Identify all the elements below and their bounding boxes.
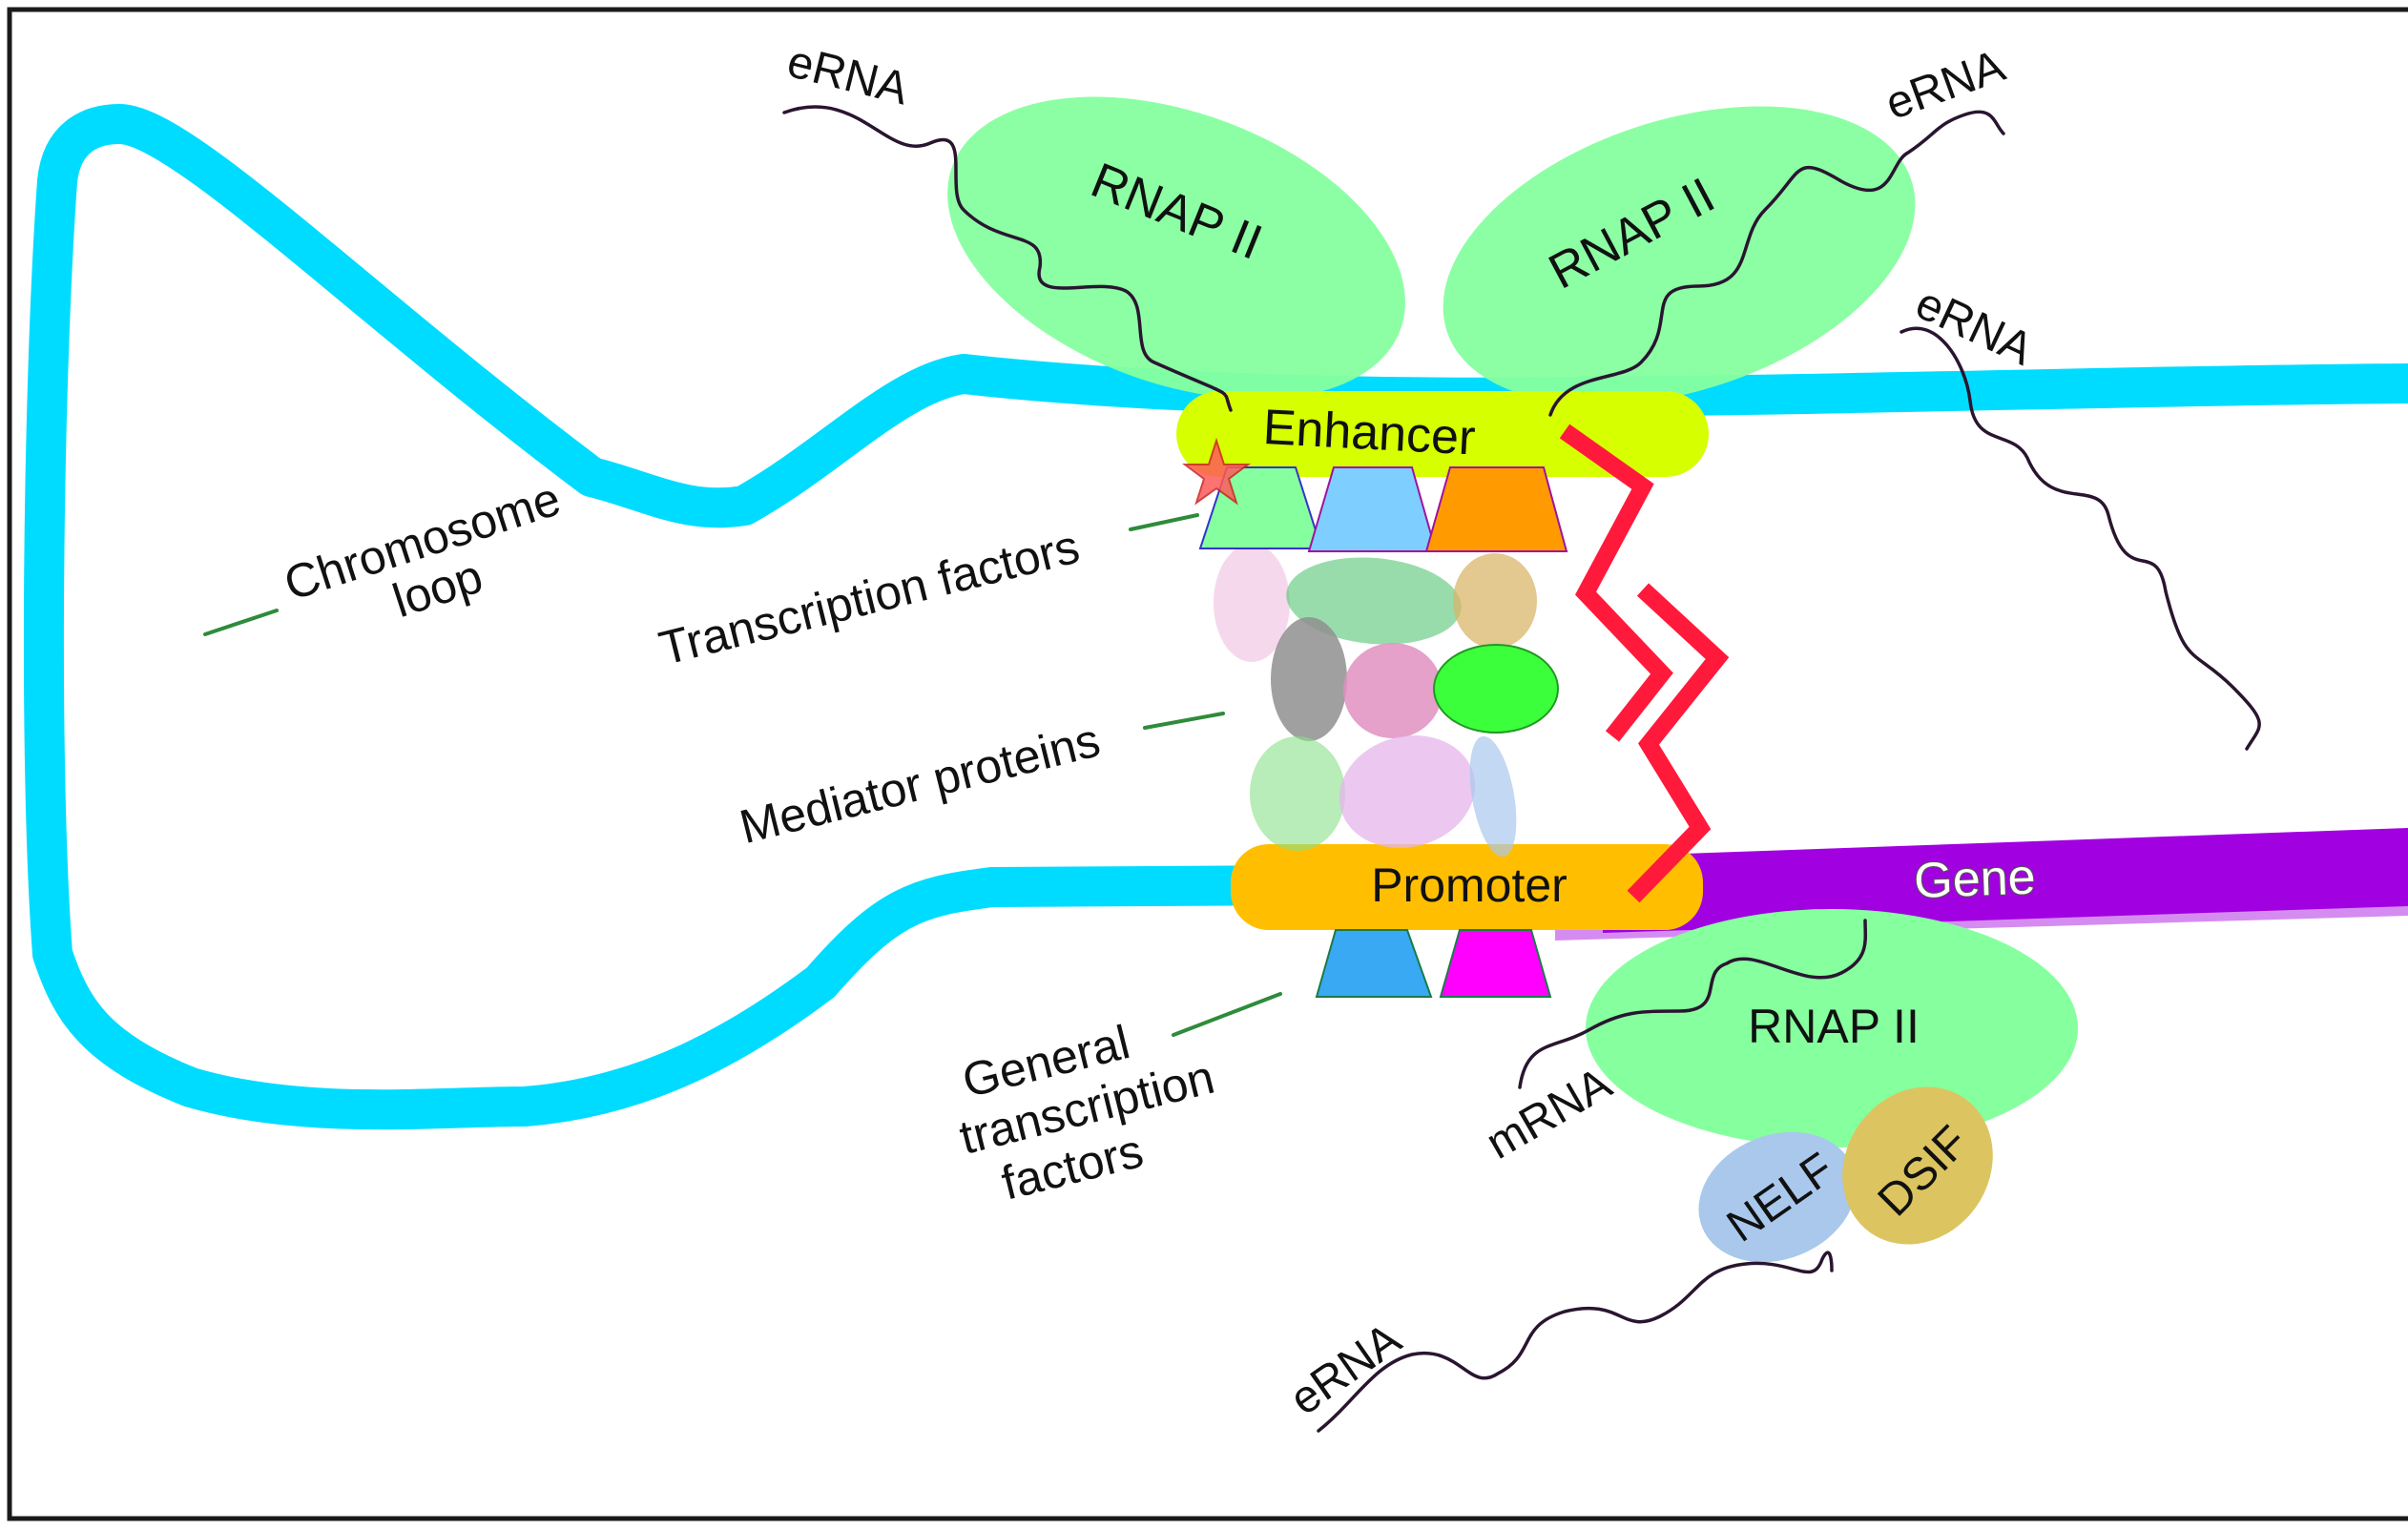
- mrna-strand: [1518, 919, 1868, 1089]
- rnap-ii-right: [1443, 106, 1916, 405]
- mediator-protein: [1250, 736, 1345, 851]
- mediator-protein: [1271, 617, 1347, 741]
- rnap-ii-bottom-label: RNAP II: [1748, 1000, 1920, 1053]
- leader-line-transcription-factors: [1129, 513, 1199, 531]
- looping-strand-2: [1627, 583, 1730, 903]
- mediator-protein: [1453, 553, 1537, 649]
- star-icon: [1182, 437, 1251, 506]
- erna-strand-right: [1899, 326, 2261, 751]
- general-transcription-factor: [1315, 929, 1433, 998]
- erna-right-label: eRNA: [1908, 278, 2040, 375]
- nelf-blob: [1698, 1131, 1857, 1263]
- leader-line-general-transcription-factors: [1172, 992, 1282, 1037]
- rnap-ii-left: [947, 96, 1405, 400]
- enhancer-label: Enhancer: [1262, 400, 1477, 466]
- mediator-protein: [1343, 643, 1443, 738]
- erna-strand-bottom: [1317, 1251, 1834, 1433]
- mediator-protein: [1433, 644, 1559, 734]
- promoter-label: Promoter: [1371, 858, 1567, 912]
- mediator-protein-group: [1214, 544, 1559, 858]
- erna-bottom-label: eRNA: [1281, 1313, 1410, 1425]
- erna-strand-top-right: [1548, 110, 2005, 417]
- rnap-ii-bottom: [1586, 909, 2078, 1148]
- mediator-protein: [1469, 735, 1517, 858]
- general-transcription-factor: [1439, 929, 1552, 998]
- erna-strand-top-left: [782, 105, 1233, 412]
- promoter-box: [1231, 844, 1703, 930]
- transcription-factor: [1307, 466, 1438, 552]
- looping-strand-1: [1559, 424, 1673, 742]
- enhancer-box: [1176, 391, 1709, 477]
- dsif-blob: [1842, 1086, 1993, 1245]
- leader-line-chromosome-loop: [203, 609, 279, 636]
- mrna-label: mRNA: [1478, 1058, 1620, 1169]
- gene-label: Gene: [1913, 850, 2036, 909]
- leader-line-mediator-proteins: [1143, 712, 1225, 730]
- transcription-factors-label: Transcription factors: [654, 520, 1084, 675]
- mediator-protein: [1339, 734, 1476, 849]
- transcription-factor: [1424, 466, 1568, 552]
- mediator-protein: [1286, 557, 1462, 645]
- diagram-frame: [7, 7, 2408, 1521]
- chromosome-loop-label: Chromosome loop: [278, 471, 567, 628]
- mediator-proteins-label: Mediator proteins: [735, 713, 1105, 854]
- gene-bar: [1603, 828, 2408, 933]
- mediator-protein: [1214, 544, 1290, 662]
- erna-top-left-label: eRNA: [782, 36, 913, 114]
